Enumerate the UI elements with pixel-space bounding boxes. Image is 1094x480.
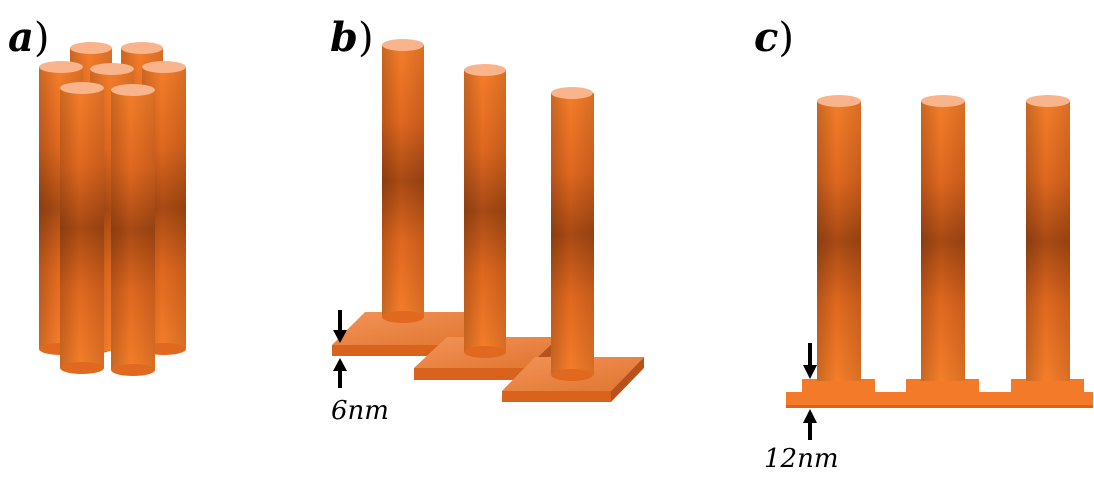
panel-label-a: a) — [8, 15, 50, 61]
panel-a-rod-bundle — [39, 42, 186, 376]
thickness-arrows-c — [803, 343, 817, 440]
panel-paren: ) — [778, 15, 794, 61]
panel-b-rods-on-plates — [332, 39, 644, 402]
panel-label-b: b) — [330, 15, 374, 61]
panel-letter: c — [754, 14, 779, 61]
rod — [60, 82, 104, 374]
rod — [111, 84, 155, 376]
rod — [382, 39, 424, 323]
rod — [551, 87, 594, 381]
thickness-label-c: 12nm — [764, 444, 839, 474]
rod — [921, 95, 965, 381]
panel-paren: ) — [33, 15, 50, 61]
panel-c-rods-on-flat-base — [786, 95, 1093, 440]
rod — [464, 64, 506, 358]
base-step — [802, 379, 1084, 393]
base-layer — [786, 392, 1093, 408]
panel-label-c: c) — [754, 15, 794, 61]
panel-letter: b — [330, 14, 358, 61]
thickness-arrows-b — [333, 310, 347, 388]
thickness-label-b: 6nm — [331, 396, 389, 426]
panel-letter: a — [8, 14, 34, 61]
panel-paren: ) — [357, 15, 374, 61]
rod — [817, 95, 861, 381]
rod — [1026, 95, 1070, 381]
